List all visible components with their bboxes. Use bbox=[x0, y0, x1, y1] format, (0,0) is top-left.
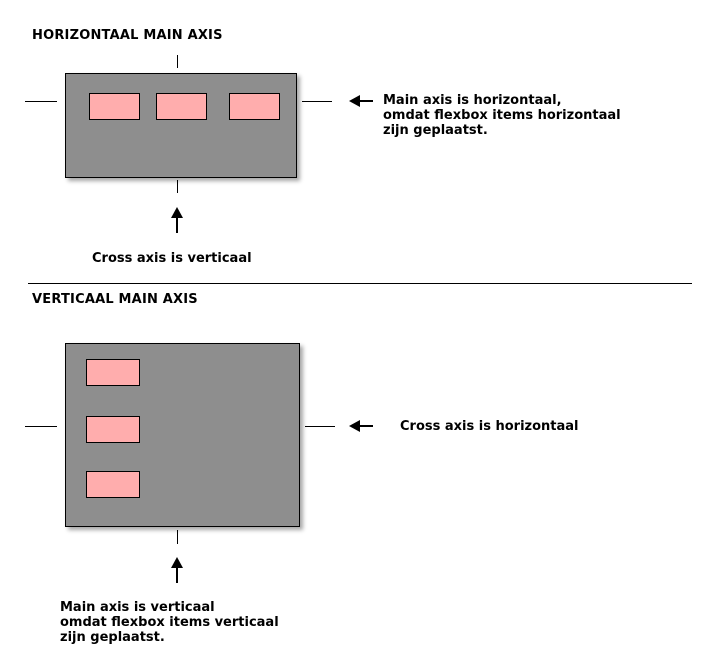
section-divider bbox=[28, 283, 692, 284]
cross-axis-arrow-vertical bbox=[171, 207, 183, 233]
main-axis-note-vertical: Main axis is verticaal omdat flexbox ite… bbox=[60, 600, 279, 645]
flex-item-2 bbox=[86, 416, 140, 443]
arrow-up-stem bbox=[176, 218, 178, 233]
main-axis-arrow-vertical bbox=[171, 557, 183, 583]
arrow-left-stem bbox=[360, 425, 373, 427]
h-cross-axis-tick-top bbox=[177, 55, 178, 68]
v-cross-axis-line-left bbox=[25, 426, 57, 427]
flex-item-2 bbox=[156, 93, 207, 120]
v-cross-axis-line-right bbox=[305, 426, 335, 427]
section-horizontal-title: HORIZONTAAL MAIN AXIS bbox=[32, 28, 223, 43]
flex-item-1 bbox=[89, 93, 140, 120]
flex-container-horizontal bbox=[65, 73, 297, 178]
main-axis-note-horizontal: Main axis is horizontaal, omdat flexbox … bbox=[383, 93, 621, 138]
section-vertical-title: VERTICAAL MAIN AXIS bbox=[32, 292, 198, 307]
arrow-up-head-icon bbox=[171, 557, 183, 568]
main-axis-arrow-horizontal bbox=[349, 95, 373, 107]
arrow-left-stem bbox=[360, 100, 373, 102]
flex-container-vertical bbox=[65, 343, 300, 527]
arrow-up-stem bbox=[176, 568, 178, 583]
arrow-left-head-icon bbox=[349, 95, 360, 107]
h-main-axis-line-right bbox=[302, 101, 332, 102]
cross-axis-arrow-horizontal bbox=[349, 420, 373, 432]
cross-axis-note-vertical: Cross axis is horizontaal bbox=[400, 419, 579, 434]
h-main-axis-line-left bbox=[25, 101, 57, 102]
arrow-left-head-icon bbox=[349, 420, 360, 432]
flex-item-3 bbox=[229, 93, 280, 120]
cross-axis-note-horizontal: Cross axis is verticaal bbox=[92, 251, 252, 266]
flex-item-3 bbox=[86, 471, 140, 498]
v-main-axis-tick-bottom bbox=[177, 530, 178, 544]
h-cross-axis-tick-bottom bbox=[177, 180, 178, 193]
arrow-up-head-icon bbox=[171, 207, 183, 218]
flex-item-1 bbox=[86, 359, 140, 386]
